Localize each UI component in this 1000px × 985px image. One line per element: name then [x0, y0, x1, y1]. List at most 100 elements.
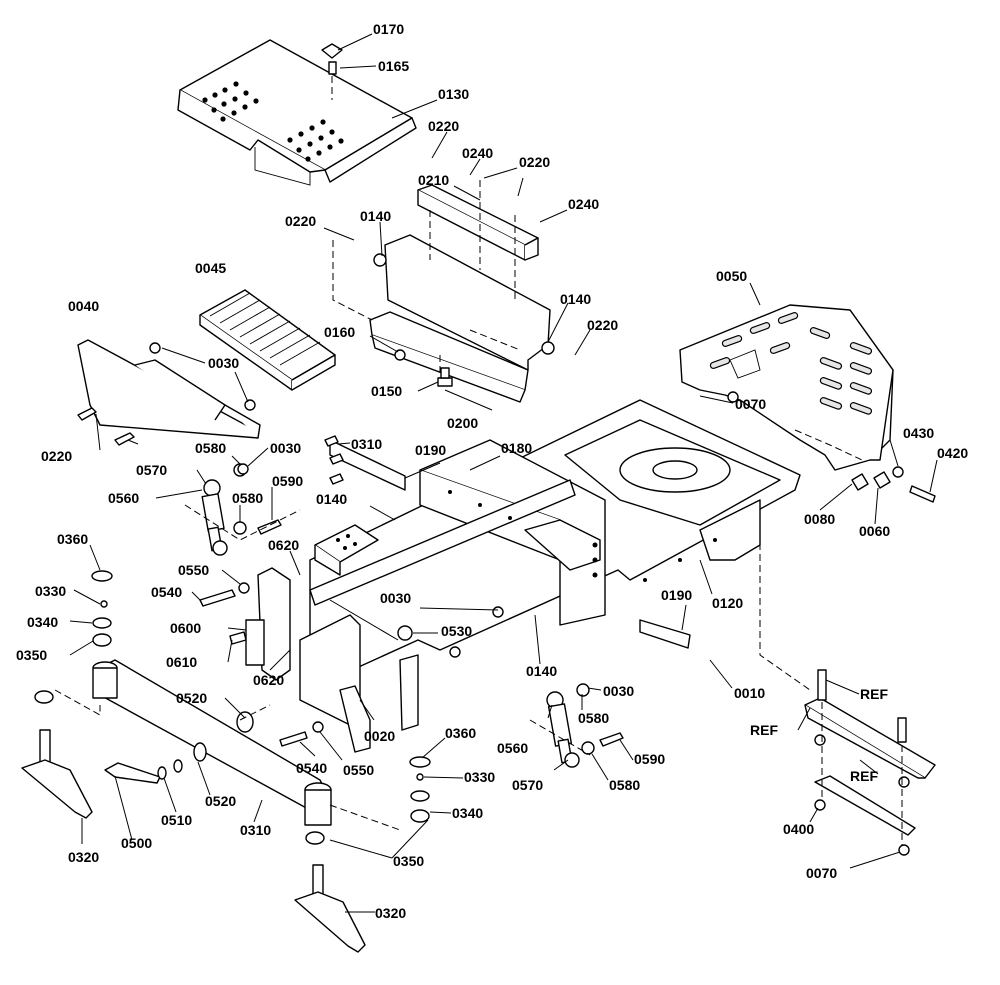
- callout-0610: 0610: [166, 654, 198, 670]
- callout-0220: 0220: [519, 154, 551, 170]
- washer-0510b: [173, 759, 183, 773]
- washer-ref-c: [814, 734, 826, 746]
- callout-0060: 0060: [859, 523, 891, 539]
- callout-0010: 0010: [734, 685, 766, 701]
- bracket-0210: [417, 184, 539, 261]
- callout-0200: 0200: [447, 415, 479, 431]
- callout-0190: 0190: [415, 442, 447, 458]
- callout-0570: 0570: [512, 777, 544, 793]
- callout-0220: 0220: [428, 118, 460, 134]
- callout-ref: REF: [750, 722, 778, 738]
- ring-0330a: [100, 600, 108, 608]
- callout-0320: 0320: [68, 849, 100, 865]
- shock-0570a: [201, 479, 228, 556]
- callout-0040: 0040: [68, 298, 100, 314]
- bolts-0310: [324, 435, 344, 485]
- callout-ref: REF: [860, 686, 888, 702]
- callout-0530: 0530: [441, 623, 473, 639]
- callout-0220: 0220: [285, 213, 317, 229]
- callout-0130: 0130: [438, 86, 470, 102]
- callout-0350: 0350: [16, 647, 48, 663]
- callout-0350: 0350: [393, 853, 425, 869]
- bracket-0190b: [639, 619, 691, 649]
- nut-ref: [898, 776, 910, 788]
- callout-0140: 0140: [526, 663, 558, 679]
- callout-0140: 0140: [560, 291, 592, 307]
- callout-0310: 0310: [351, 436, 383, 452]
- callout-0030: 0030: [380, 590, 412, 606]
- knob-0170: [321, 43, 343, 100]
- callout-0080: 0080: [804, 511, 836, 527]
- nut-0140d: [449, 646, 461, 658]
- leader-lines: [69, 33, 938, 913]
- callout-0420: 0420: [937, 445, 969, 461]
- washer-0340a: [92, 617, 112, 629]
- callout-0070: 0070: [735, 396, 767, 412]
- callout-0560: 0560: [497, 740, 529, 756]
- callout-0240: 0240: [568, 196, 600, 212]
- callout-0140: 0140: [316, 491, 348, 507]
- callout-0550: 0550: [343, 762, 375, 778]
- bolt-0540b: [279, 731, 308, 747]
- bolt-0590b: [599, 732, 624, 747]
- bushing-0350c: [34, 690, 54, 704]
- callout-0620: 0620: [253, 672, 285, 688]
- callout-0030: 0030: [208, 355, 240, 371]
- main-frame-0010: [299, 399, 801, 731]
- callout-0340: 0340: [452, 805, 484, 821]
- callout-0160: 0160: [324, 324, 356, 340]
- rear-shield-0050: [679, 304, 894, 471]
- callout-0190: 0190: [661, 587, 693, 603]
- nut-0030c: [492, 606, 504, 618]
- ring-0330b: [416, 773, 424, 781]
- washer-0340b: [410, 790, 430, 802]
- callout-0330: 0330: [35, 583, 67, 599]
- washer-0580c: [576, 683, 590, 697]
- callout-0400: 0400: [783, 821, 815, 837]
- cap-0360a: [91, 570, 113, 582]
- callout-0320: 0320: [375, 905, 407, 921]
- bolt-0590a: [257, 519, 282, 535]
- bolt-0150: [437, 367, 453, 387]
- callout-0540: 0540: [151, 584, 183, 600]
- step-pad-0045: [199, 289, 336, 391]
- callout-0510: 0510: [161, 812, 193, 828]
- callout-0560: 0560: [108, 490, 140, 506]
- bolt-0060: [873, 471, 891, 489]
- floor-plate-0130: [177, 39, 417, 186]
- washer-0580d: [581, 741, 595, 755]
- callout-0590: 0590: [272, 473, 304, 489]
- spindle-0320a: [21, 729, 93, 819]
- callout-0570: 0570: [136, 462, 168, 478]
- washer-0550b: [312, 721, 324, 733]
- callout-0590: 0590: [634, 751, 666, 767]
- callout-0330: 0330: [464, 769, 496, 785]
- callout-0520: 0520: [205, 793, 237, 809]
- mount-bracket-0140: [314, 524, 379, 576]
- washer-0510a: [157, 766, 167, 780]
- callout-0020: 0020: [364, 728, 396, 744]
- callout-0170: 0170: [373, 21, 405, 37]
- callout-0180: 0180: [501, 440, 533, 456]
- spindle-0320b: [294, 864, 366, 953]
- callout-0360: 0360: [445, 725, 477, 741]
- ref-bolt-a: [817, 669, 827, 701]
- callout-0550: 0550: [178, 562, 210, 578]
- nut-0070b: [814, 799, 826, 811]
- callout-0045: 0045: [195, 260, 227, 276]
- shock-0570b: [546, 691, 580, 768]
- bolt-0610: [229, 631, 247, 645]
- nut-0070: [727, 391, 739, 403]
- callout-0430: 0430: [903, 425, 935, 441]
- pivot-bolt-0500: [104, 762, 161, 784]
- nut-0070c: [898, 844, 910, 856]
- callout-0030: 0030: [603, 683, 635, 699]
- ref-bolt-b: [897, 717, 907, 743]
- callout-0580: 0580: [578, 710, 610, 726]
- callout-0500: 0500: [121, 835, 153, 851]
- callout-0150: 0150: [371, 383, 403, 399]
- callout-0220: 0220: [41, 448, 73, 464]
- callout-0580: 0580: [609, 777, 641, 793]
